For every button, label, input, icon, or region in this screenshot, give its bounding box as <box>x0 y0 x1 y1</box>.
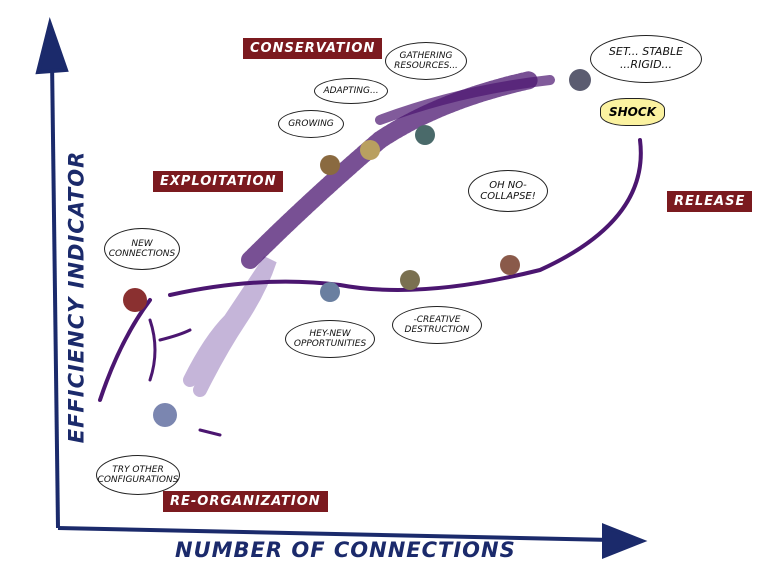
figure-growing <box>320 155 340 175</box>
reorg-arrow-1 <box>98 298 152 402</box>
x-axis-label: NUMBER OF CONNECTIONS <box>175 538 516 562</box>
cycle-curve <box>98 71 643 437</box>
reorg-arrow-2 <box>148 318 157 382</box>
scribble-conservation <box>375 75 555 125</box>
bubble-destruction: -CREATIVE DESTRUCTION <box>392 306 482 344</box>
phase-exploitation: EXPLOITATION <box>153 171 284 192</box>
figures <box>123 69 591 427</box>
bubble-stable: SET... STABLE ...RIGID... <box>590 35 702 83</box>
phase-reorganization: RE-ORGANIZATION <box>163 491 328 512</box>
y-axis-label: EFFICIENCY INDICATOR <box>64 150 89 444</box>
reorg-arrow-3 <box>158 328 192 342</box>
figure-new-connections <box>123 288 147 312</box>
bubble-collapse: OH NO- COLLAPSE! <box>468 170 548 212</box>
x-axis <box>57 526 613 542</box>
phase-conservation: CONSERVATION <box>243 38 383 59</box>
figure-stable <box>569 69 591 91</box>
phase-release: RELEASE <box>667 191 753 212</box>
figure-gathering <box>415 125 435 145</box>
bubble-new-connections: NEW CONNECTIONS <box>104 228 180 270</box>
scribble-light <box>183 256 277 397</box>
figure-collapse <box>500 255 520 275</box>
x-axis-arrow-icon <box>602 523 648 559</box>
scribble-exploitation <box>241 71 539 269</box>
reorg-arrow-4 <box>198 428 222 437</box>
figure-try-configurations <box>153 403 177 427</box>
bubble-configurations: TRY OTHER CONFIGURATIONS <box>96 455 180 495</box>
bubble-opportunities: HEY-NEW OPPORTUNITIES <box>285 320 375 358</box>
figure-destruction <box>400 270 420 290</box>
figure-adapting <box>360 140 380 160</box>
y-axis-arrow-icon <box>35 17 69 75</box>
bubble-growing: GROWING <box>278 110 344 138</box>
release-curve <box>168 138 643 297</box>
bubble-adapting: ADAPTING... <box>314 78 388 104</box>
y-axis <box>50 59 60 529</box>
figure-opportunities <box>320 282 340 302</box>
shock-burst: SHOCK <box>600 98 665 126</box>
axes <box>35 17 648 559</box>
bubble-gathering: GATHERING RESOURCES... <box>385 42 467 80</box>
